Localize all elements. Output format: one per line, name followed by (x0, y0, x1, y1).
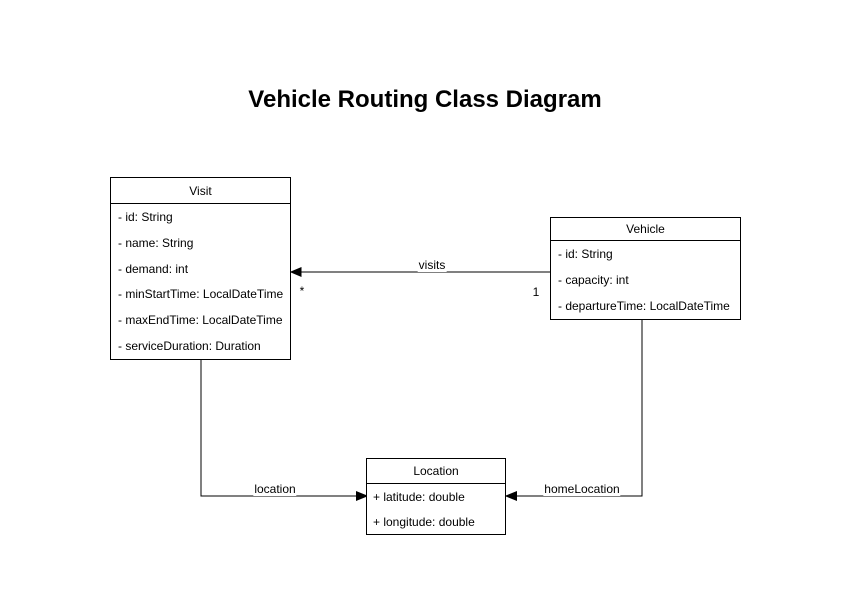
class-box-location: Location + latitude: double + longitude:… (366, 458, 506, 535)
location-connector-line (200, 360, 358, 497)
homelocation-connector (504, 320, 643, 501)
multiplicity-visits-target: * (298, 284, 306, 298)
class-attribute: - id: String (118, 209, 173, 224)
class-attribute: - departureTime: LocalDateTime (558, 299, 730, 313)
class-attribute: - maxEndTime: LocalDateTime (118, 313, 283, 328)
diagram-title: Vehicle Routing Class Diagram (248, 86, 602, 113)
class-attribute: - id: String (558, 247, 613, 261)
class-attribute: - serviceDuration: Duration (118, 339, 261, 354)
location-connector (200, 360, 369, 501)
class-attributes-vehicle: - id: String - capacity: int - departure… (551, 241, 740, 319)
class-box-visit: Visit - id: String - name: String - dema… (110, 177, 291, 360)
multiplicity-visits-source: 1 (531, 285, 541, 299)
homelocation-connector-line (515, 320, 643, 497)
class-attribute: - name: String (118, 235, 194, 250)
class-attribute: - demand: int (118, 261, 189, 276)
edge-label-location: location (253, 482, 297, 496)
edge-label-homelocation: homeLocation (543, 482, 621, 496)
class-attribute: + latitude: double (373, 489, 465, 504)
class-name-visit: Visit (111, 178, 290, 204)
class-attributes-visit: - id: String - name: String - demand: in… (111, 204, 290, 359)
class-attributes-location: + latitude: double + longitude: double (367, 484, 505, 534)
arrowhead-icon (289, 267, 302, 277)
class-attribute: - minStartTime: LocalDateTime (118, 287, 284, 302)
arrowhead-icon (504, 491, 517, 501)
class-attribute: - capacity: int (558, 273, 629, 287)
class-name-location: Location (367, 459, 505, 484)
class-box-vehicle: Vehicle - id: String - capacity: int - d… (550, 217, 741, 320)
class-name-vehicle: Vehicle (551, 218, 740, 241)
edge-label-visits: visits (417, 258, 447, 272)
class-attribute: + longitude: double (373, 514, 475, 529)
